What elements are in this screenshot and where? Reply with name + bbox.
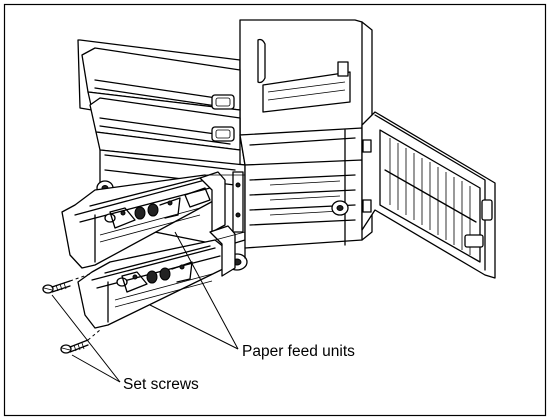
callout-set-screws: Set screws (123, 376, 199, 393)
paper-feed-unit-lower (77, 225, 236, 329)
callout-paper-feed-units: Paper feed units (242, 343, 355, 360)
leader-lines-set-screws (51, 294, 121, 383)
set-screw-upper (42, 280, 71, 294)
copier-body (77, 19, 373, 166)
leader-lines-paper-feed (149, 231, 239, 350)
set-screw-lower (60, 339, 89, 354)
figure-border (3, 3, 547, 417)
open-side-door (361, 111, 496, 279)
paper-feed-unit-upper (61, 171, 226, 269)
